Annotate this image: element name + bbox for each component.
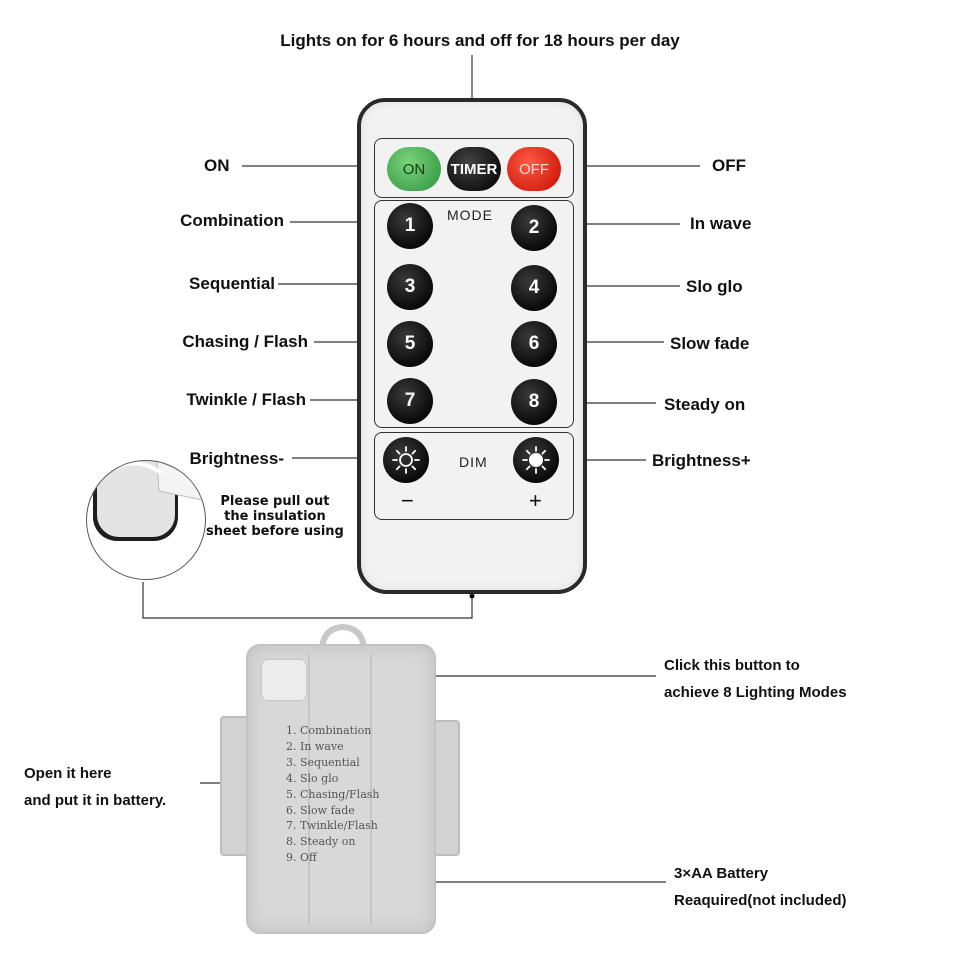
insulation-note: Please pull out the insulation sheet bef…: [206, 494, 344, 539]
battery-mode-5: 5. Chasing/Flash: [286, 787, 380, 801]
mode-2-button[interactable]: 2: [511, 205, 557, 251]
battery-mode-2: 2. In wave: [286, 739, 344, 753]
battery-mode-1: 1. Combination: [286, 724, 372, 737]
click-note-line-1: Click this button to: [664, 657, 800, 674]
brightness-down-button[interactable]: [383, 437, 429, 483]
mode-panel: [374, 200, 574, 428]
on-button[interactable]: ON: [387, 147, 441, 191]
mode-button[interactable]: [262, 660, 306, 700]
minus-sign: −: [401, 488, 414, 513]
battery-mode-8: 8. Steady on: [286, 835, 356, 849]
open-here-note: Open it here and put it in battery.: [24, 760, 166, 814]
click-note-line-2: achieve 8 Lighting Modes: [664, 684, 847, 701]
battery-mode-3: 3. Sequential: [286, 755, 360, 769]
label-twinkle-flash: Twinkle / Flash: [186, 390, 306, 409]
mode-8-button[interactable]: 8: [511, 379, 557, 425]
battery-box: [246, 644, 436, 934]
battery-note-line-1: 3×AA Battery: [674, 865, 769, 882]
label-slow-fade: Slow fade: [670, 334, 750, 353]
battery-mode-4: 4. Slo glo: [286, 771, 339, 785]
insulation-note-line-3: sheet before using: [206, 524, 344, 539]
divider-2: [370, 654, 372, 924]
right-clip: [432, 720, 460, 856]
mode-1-number: 1: [404, 215, 416, 236]
dim-panel: [374, 432, 574, 520]
mode-label: MODE: [447, 207, 493, 223]
plus-sign: +: [529, 488, 542, 513]
label-steady-on: Steady on: [664, 395, 746, 414]
divider-1: [308, 654, 310, 924]
timer-button-label: TIMER: [450, 160, 498, 178]
insulation-note-line-1: Please pull out: [220, 494, 330, 509]
dim-label: DIM: [459, 454, 488, 470]
mode-7-number: 7: [404, 390, 416, 411]
label-sequential: Sequential: [189, 274, 275, 293]
power-panel: [374, 138, 574, 198]
label-on: ON: [204, 156, 230, 175]
mode-3-number: 3: [404, 276, 416, 297]
mode-6-number: 6: [528, 333, 540, 354]
mode-5-button[interactable]: 5: [387, 321, 433, 367]
battery-mode-6: 6. Slow fade: [286, 803, 355, 817]
insulation-zoom: [86, 460, 206, 580]
label-in-wave: In wave: [690, 214, 752, 233]
battery-mode-7: 7. Twinkle/Flash: [286, 819, 378, 833]
on-button-label: ON: [402, 160, 426, 178]
label-off: OFF: [712, 156, 746, 175]
open-note-line-2: and put it in battery.: [24, 792, 167, 809]
sun-outline-icon: [392, 446, 420, 474]
label-combination: Combination: [180, 211, 284, 230]
mode-4-button[interactable]: 4: [511, 265, 557, 311]
mode-7-button[interactable]: 7: [387, 378, 433, 424]
battery-mode-list: 1. Combination 2. In wave 3. Sequential …: [286, 723, 379, 866]
label-slo-glo: Slo glo: [686, 277, 743, 296]
mode-1-button[interactable]: 1: [387, 203, 433, 249]
mode-4-number: 4: [528, 277, 540, 298]
off-button-label: OFF: [519, 160, 549, 178]
mode-5-number: 5: [404, 333, 416, 354]
insulation-note-line-2: the insulation: [224, 509, 326, 524]
mode-2-number: 2: [528, 217, 540, 238]
remote-edge-illustration: [93, 461, 205, 541]
timer-caption: Lights on for 6 hours and off for 18 hou…: [280, 31, 680, 50]
sun-filled-icon: [522, 446, 550, 474]
mode-3-button[interactable]: 3: [387, 264, 433, 310]
brightness-up-button[interactable]: [513, 437, 559, 483]
label-brightness-plus: Brightness+: [652, 451, 751, 470]
mode-8-number: 8: [528, 391, 540, 412]
click-button-note: Click this button to achieve 8 Lighting …: [664, 652, 847, 706]
open-note-line-1: Open it here: [24, 765, 112, 782]
mode-6-button[interactable]: 6: [511, 321, 557, 367]
label-brightness-minus: Brightness-: [189, 449, 284, 468]
battery-note-line-2: Reaquired(not included): [674, 892, 847, 909]
timer-button[interactable]: TIMER: [447, 147, 501, 191]
battery-mode-9: 9. Off: [286, 851, 317, 865]
remote-control: ON TIMER OFF MODE 1 2 3 4 5 6 7 8 DIM: [357, 98, 587, 594]
battery-box-hook: [319, 624, 367, 648]
battery-required-note: 3×AA Battery Reaquired(not included): [674, 860, 847, 914]
off-button[interactable]: OFF: [507, 147, 561, 191]
label-chasing-flash: Chasing / Flash: [182, 332, 308, 351]
